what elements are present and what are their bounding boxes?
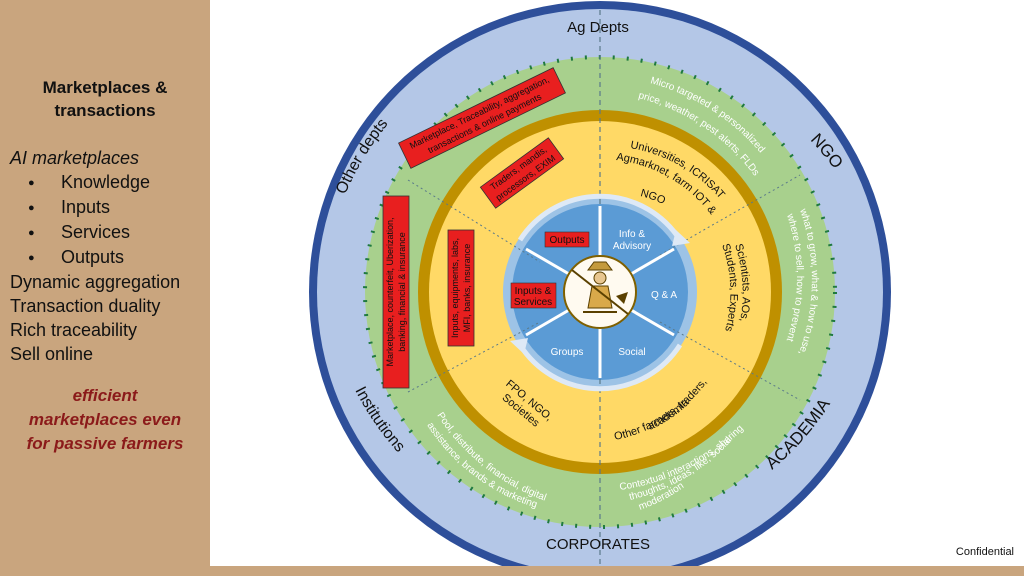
arrow-arc-bottom	[517, 343, 683, 392]
divider-upper-left	[407, 179, 541, 263]
sidebar-list: AI marketplacesKnowledgeInputsServicesOu…	[10, 146, 180, 366]
sector-outputs: Outputs	[544, 231, 590, 248]
svg-text:Inputs &: Inputs &	[515, 286, 552, 297]
sidebar-item-2: Inputs	[10, 195, 180, 220]
sidebar-note: efficient marketplaces even for passive …	[26, 386, 184, 453]
svg-text:Marketplace, counterfeit, Uber: Marketplace, counterfeit, Uberization,	[385, 217, 395, 366]
sidebar-item-5: Dynamic aggregation	[10, 272, 181, 292]
sector-qa: Q & A	[651, 290, 677, 301]
sidebar-item-7: Rich traceability	[10, 320, 138, 340]
arrow-arc-top	[517, 193, 683, 242]
svg-text:Advisory: Advisory	[613, 241, 651, 252]
bottom-strip	[210, 566, 1024, 576]
label-ag-depts: Ag Depts	[567, 19, 629, 36]
svg-text:Inputs, equipments, labs,: Inputs, equipments, labs,	[450, 238, 460, 338]
sidebar-item-8: Sell online	[10, 344, 94, 364]
sidebar: Marketplaces & transactions AI marketpla…	[0, 0, 210, 576]
sidebar-item-4: Outputs	[10, 245, 180, 270]
arrow-head-top	[672, 230, 690, 246]
sector-social: Social	[618, 347, 645, 358]
sidebar-item-1: Knowledge	[10, 170, 180, 195]
arrow-head-bottom	[510, 338, 528, 354]
sidebar-title: Marketplaces & transactions	[42, 78, 168, 120]
sector-info-advisory: Info & Advisory	[613, 229, 651, 252]
svg-text:Outputs: Outputs	[549, 235, 584, 246]
svg-text:MFI, banks, insurance: MFI, banks, insurance	[462, 244, 472, 333]
sector-inputs-services: Inputs & Services	[510, 282, 557, 309]
highlight-yellow-left: Inputs, equipments, labs, MFI, banks, in…	[447, 229, 475, 347]
svg-text:Services: Services	[514, 297, 552, 308]
divider-lower-right	[659, 321, 801, 401]
sidebar-item-3: Services	[10, 220, 180, 245]
sidebar-item-6: Transaction duality	[10, 296, 161, 316]
farmer-icon	[563, 255, 637, 329]
label-corporates: CORPORATES	[546, 536, 650, 553]
svg-text:banking, financial & insurance: banking, financial & insurance	[397, 232, 407, 352]
sector-groups: Groups	[551, 347, 584, 358]
sidebar-item-0: AI marketplaces	[10, 148, 140, 168]
svg-text:Info &: Info &	[619, 229, 645, 240]
highlight-green-left: Marketplace, counterfeit, Uberization, b…	[382, 195, 410, 389]
confidential-label: Confidential	[955, 546, 1014, 558]
